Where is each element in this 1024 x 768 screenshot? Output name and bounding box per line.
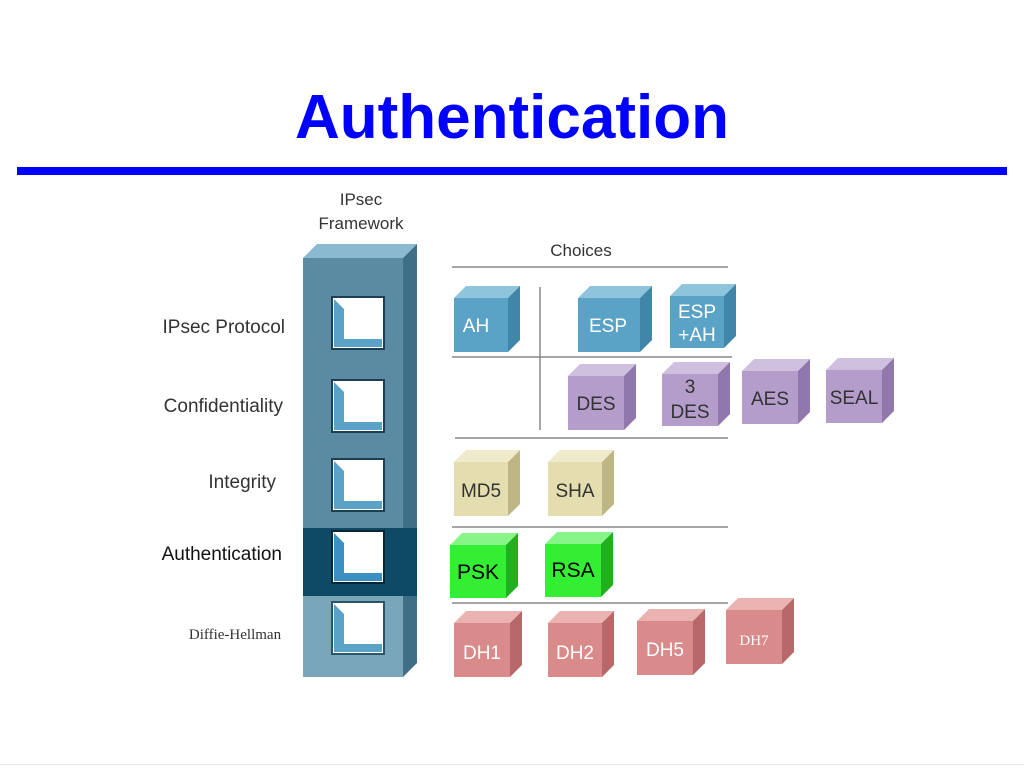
- option-label-esp-ah-line1: ESP: [678, 302, 716, 323]
- option-cube-dh1: DH1: [454, 611, 522, 677]
- option-cube-seal: SEAL: [826, 358, 894, 423]
- option-label-ah: AH: [463, 316, 489, 337]
- option-label-psk: PSK: [457, 561, 499, 584]
- footer-line: [0, 764, 1024, 765]
- framework-heading-line2: Framework: [318, 214, 404, 233]
- option-label-md5: MD5: [461, 481, 501, 502]
- option-label-sha: SHA: [555, 481, 594, 502]
- option-cube-psk: PSK: [450, 533, 518, 598]
- option-cube-md5: MD5: [454, 450, 520, 516]
- option-cube-esp: ESP: [578, 286, 652, 352]
- slot-diffie-hellman: [331, 601, 385, 655]
- option-cube-sha: SHA: [548, 450, 614, 516]
- slot-integrity: [331, 458, 385, 512]
- option-label-des: DES: [576, 394, 615, 415]
- option-label-esp-ah-line2: +AH: [678, 325, 716, 346]
- choices-heading: Choices: [550, 241, 611, 260]
- option-label-3des-line2: DES: [670, 402, 709, 423]
- choice-separators: [452, 266, 732, 604]
- option-label-dh7: DH7: [739, 633, 769, 649]
- option-cube-esp-ah: ESP +AH: [670, 284, 736, 348]
- option-label-3des-line1: 3: [685, 377, 696, 398]
- row-label-integrity: Integrity: [208, 472, 276, 493]
- framework-heading-line1: IPsec: [340, 190, 383, 209]
- option-cube-3des: 3 DES: [662, 362, 730, 426]
- option-cube-ah: AH: [454, 286, 520, 352]
- slide-title: Authentication: [295, 83, 729, 152]
- option-label-esp: ESP: [589, 316, 627, 337]
- row-label-confidentiality: Confidentiality: [164, 396, 284, 417]
- option-cube-dh2: DH2: [548, 611, 614, 677]
- slot-confidentiality: [331, 379, 385, 433]
- title-rule: [17, 167, 1007, 175]
- slot-authentication: [331, 530, 385, 584]
- option-cube-aes: AES: [742, 359, 810, 424]
- slot-ipsec-protocol: [331, 296, 385, 350]
- option-label-aes: AES: [751, 389, 789, 410]
- option-cube-des: DES: [568, 364, 636, 430]
- option-label-dh1: DH1: [463, 643, 501, 664]
- option-cube-dh7: DH7: [726, 598, 794, 664]
- diffie-hellman-label-box: [170, 622, 298, 648]
- option-cube-rsa: RSA: [545, 532, 613, 597]
- option-label-seal: SEAL: [830, 388, 879, 409]
- row-label-authentication: Authentication: [162, 544, 282, 565]
- row-label-ipsec-protocol: IPsec Protocol: [163, 317, 286, 338]
- option-cube-dh5: DH5: [637, 609, 705, 675]
- option-label-dh2: DH2: [556, 643, 594, 664]
- row-label-diffie-hellman: Diffie-Hellman: [189, 627, 282, 643]
- option-label-dh5: DH5: [646, 640, 684, 661]
- option-label-rsa: RSA: [551, 559, 594, 582]
